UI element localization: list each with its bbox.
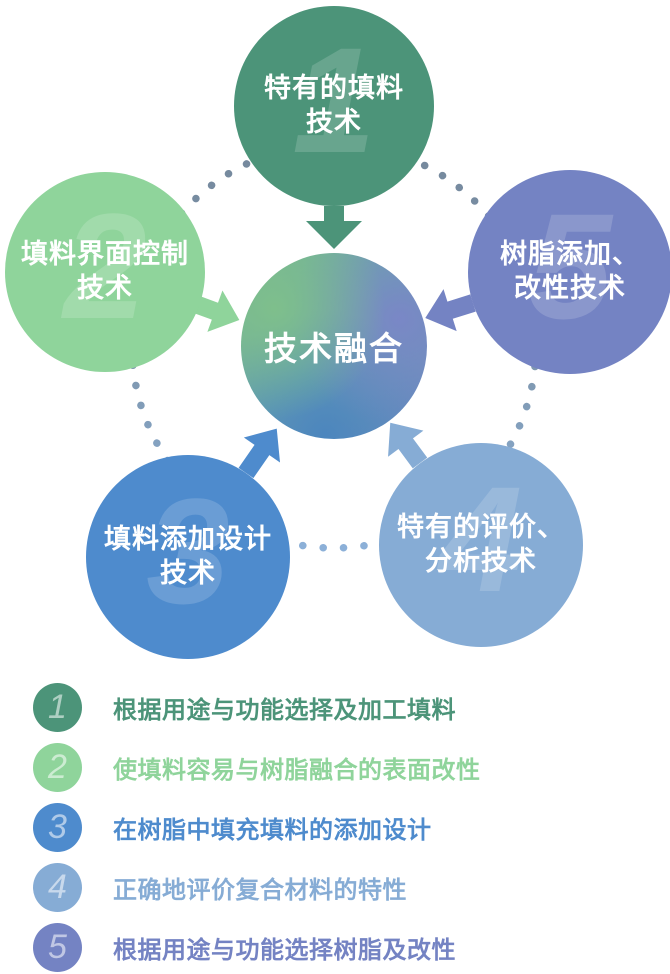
arrow-node2-to-center xyxy=(194,290,240,332)
arrow-node3-to-center xyxy=(238,428,281,479)
node-4-label-line2: 分析技术 xyxy=(425,546,537,576)
legend-badge-4: 4 xyxy=(33,863,82,912)
node-2-label-line2: 技术 xyxy=(77,273,133,303)
legend-item-4: 4 正确地评价复合材料的特性 xyxy=(33,863,481,912)
node-circle-2: 2 填料界面控制 技术 xyxy=(5,172,205,372)
node-3-label: 填料添加设计 技术 xyxy=(104,523,272,591)
legend-text-1: 根据用途与功能选择及加工填料 xyxy=(113,697,456,724)
node-4-label-line1: 特有的评价、 xyxy=(397,512,565,543)
node-5-label-line2: 改性技术 xyxy=(514,273,626,303)
legend-item-5: 5 根据用途与功能选择树脂及改性 xyxy=(33,923,481,972)
legend-badge-1: 1 xyxy=(33,683,82,732)
legend-text-4: 正确地评价复合材料的特性 xyxy=(113,877,407,904)
legend-text-5: 根据用途与功能选择树脂及改性 xyxy=(113,937,456,964)
legend-number-5: 5 xyxy=(48,927,67,966)
legend-number-4: 4 xyxy=(48,867,67,906)
legend-badge-2: 2 xyxy=(33,743,82,792)
node-3-label-line2: 技术 xyxy=(160,558,216,588)
arrow-node4-to-center xyxy=(388,422,428,469)
node-circle-5: 5 树脂添加、 改性技术 xyxy=(468,170,670,374)
node-4-label: 特有的评价、 分析技术 xyxy=(397,511,565,579)
node-circle-1: 1 特有的填料 技术 xyxy=(234,6,434,206)
legend-item-3: 3 在树脂中填充填料的添加设计 xyxy=(33,803,481,852)
legend: 1 根据用途与功能选择及加工填料 2 使填料容易与树脂融合的表面改性 3 在树脂… xyxy=(33,683,481,972)
node-2-label: 填料界面控制 技术 xyxy=(21,238,189,306)
arrow-node1-to-center xyxy=(306,206,362,249)
legend-item-2: 2 使填料容易与树脂融合的表面改性 xyxy=(33,743,481,792)
node-2-label-line1: 填料界面控制 xyxy=(21,239,189,270)
legend-number-2: 2 xyxy=(48,747,67,786)
legend-number-3: 3 xyxy=(48,807,67,846)
node-1-label-line2: 技术 xyxy=(306,107,362,137)
node-circle-4: 4 特有的评价、 分析技术 xyxy=(379,443,583,647)
legend-item-1: 1 根据用途与功能选择及加工填料 xyxy=(33,683,481,732)
legend-badge-3: 3 xyxy=(33,803,82,852)
center-circle: 技术融合 xyxy=(241,253,427,439)
node-5-label: 树脂添加、 改性技术 xyxy=(500,238,640,306)
node-circle-3: 3 填料添加设计 技术 xyxy=(86,455,290,659)
legend-number-1: 1 xyxy=(48,687,67,726)
legend-badge-5: 5 xyxy=(33,923,82,972)
node-3-label-line1: 填料添加设计 xyxy=(104,524,272,555)
legend-text-3: 在树脂中填充填料的添加设计 xyxy=(113,817,432,844)
node-1-label-line1: 特有的填料 xyxy=(264,73,404,104)
legend-text-2: 使填料容易与树脂融合的表面改性 xyxy=(113,757,481,784)
arrow-node5-to-center xyxy=(425,289,476,332)
node-5-label-line1: 树脂添加、 xyxy=(500,239,640,270)
node-1-label: 特有的填料 技术 xyxy=(264,72,404,140)
center-label: 技术融合 xyxy=(264,330,404,367)
